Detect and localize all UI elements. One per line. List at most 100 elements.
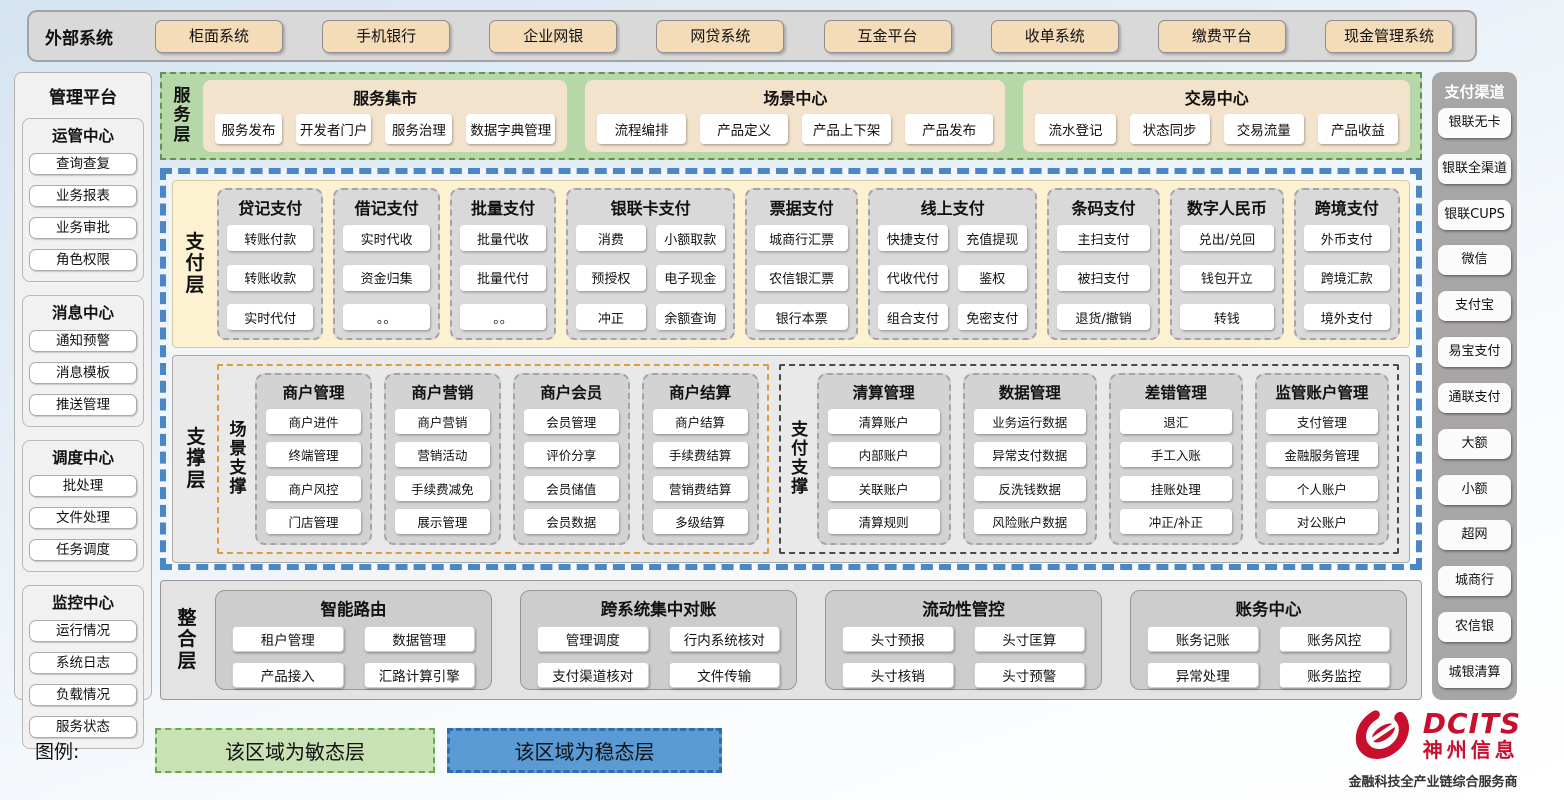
- support-item-button[interactable]: 会员管理: [523, 409, 619, 434]
- support-item-button[interactable]: 会员数据: [523, 508, 619, 534]
- integration-item-button[interactable]: 租户管理: [232, 626, 344, 652]
- service-item-button[interactable]: 流水登记: [1035, 114, 1116, 144]
- payment-channel-button[interactable]: 易宝支付: [1438, 337, 1511, 368]
- management-item-button[interactable]: 系统日志: [29, 652, 137, 674]
- integration-item-button[interactable]: 文件传输: [668, 662, 780, 688]
- management-item-button[interactable]: 服务状态: [29, 716, 137, 738]
- payment-item-button[interactable]: 转账收款: [227, 264, 314, 291]
- support-item-button[interactable]: 金融服务管理: [1265, 442, 1378, 468]
- payment-channel-button[interactable]: 城商行: [1438, 566, 1511, 597]
- integration-item-button[interactable]: 头寸匡算: [973, 626, 1085, 652]
- support-item-button[interactable]: 清算账户: [827, 409, 940, 434]
- integration-item-button[interactable]: 头寸核销: [842, 662, 954, 688]
- support-item-button[interactable]: 异常支付数据: [973, 442, 1086, 468]
- support-item-button[interactable]: 对公账户: [1265, 508, 1378, 534]
- service-item-button[interactable]: 产品发布: [904, 114, 994, 144]
- integration-item-button[interactable]: 产品接入: [232, 662, 344, 688]
- integration-item-button[interactable]: 汇路计算引擎: [363, 662, 475, 688]
- payment-item-button[interactable]: 跨境汇款: [1303, 264, 1390, 291]
- payment-item-button[interactable]: 。。: [343, 304, 430, 330]
- payment-item-button[interactable]: 预授权: [576, 264, 646, 291]
- service-item-button[interactable]: 流程编排: [597, 114, 686, 144]
- integration-item-button[interactable]: 支付渠道核对: [537, 662, 649, 688]
- payment-item-button[interactable]: 钱包开立: [1180, 264, 1274, 291]
- payment-item-button[interactable]: 主扫支付: [1056, 225, 1151, 251]
- payment-item-button[interactable]: 兑出/兑回: [1180, 225, 1274, 251]
- service-item-button[interactable]: 产品上下架: [802, 114, 891, 144]
- management-item-button[interactable]: 通知预警: [29, 330, 137, 352]
- payment-item-button[interactable]: 银行本票: [754, 304, 849, 330]
- payment-item-button[interactable]: 。。: [459, 304, 547, 330]
- management-item-button[interactable]: 任务调度: [29, 539, 137, 561]
- payment-item-button[interactable]: 批量代付: [459, 264, 547, 291]
- service-item-button[interactable]: 产品收益: [1317, 114, 1399, 144]
- payment-item-button[interactable]: 冲正: [576, 304, 646, 330]
- support-item-button[interactable]: 门店管理: [266, 508, 361, 534]
- payment-channel-button[interactable]: 超网: [1438, 520, 1511, 551]
- service-item-button[interactable]: 数据字典管理: [466, 114, 556, 144]
- payment-item-button[interactable]: 充值提现: [957, 225, 1027, 251]
- management-item-button[interactable]: 消息模板: [29, 362, 137, 384]
- payment-item-button[interactable]: 转钱: [1180, 304, 1274, 330]
- payment-item-button[interactable]: 转账付款: [227, 225, 314, 251]
- management-item-button[interactable]: 负载情况: [29, 684, 137, 706]
- support-item-button[interactable]: 风险账户数据: [973, 508, 1086, 534]
- management-item-button[interactable]: 业务审批: [29, 217, 137, 239]
- payment-item-button[interactable]: 鉴权: [957, 264, 1027, 291]
- external-system-button[interactable]: 收单系统: [990, 19, 1119, 53]
- service-item-button[interactable]: 开发者门户: [295, 114, 372, 144]
- payment-channel-button[interactable]: 小额: [1438, 474, 1511, 505]
- support-item-button[interactable]: 商户风控: [266, 475, 361, 501]
- payment-channel-button[interactable]: 城银清算: [1438, 657, 1511, 688]
- payment-channel-button[interactable]: 大额: [1438, 428, 1511, 459]
- integration-item-button[interactable]: 异常处理: [1147, 662, 1259, 688]
- support-item-button[interactable]: 手工入账: [1119, 442, 1232, 468]
- support-item-button[interactable]: 支付管理: [1265, 409, 1378, 434]
- external-system-button[interactable]: 柜面系统: [155, 19, 283, 53]
- management-item-button[interactable]: 推送管理: [29, 394, 137, 416]
- payment-item-button[interactable]: 被扫支付: [1056, 264, 1151, 291]
- management-item-button[interactable]: 业务报表: [29, 185, 137, 207]
- payment-item-button[interactable]: 退货/撤销: [1056, 304, 1151, 330]
- payment-channel-button[interactable]: 农信银: [1438, 612, 1511, 643]
- payment-item-button[interactable]: 城商行汇票: [754, 225, 849, 251]
- management-item-button[interactable]: 查询查复: [29, 153, 137, 175]
- payment-item-button[interactable]: 电子现金: [655, 264, 725, 291]
- external-system-button[interactable]: 缴费平台: [1157, 19, 1286, 53]
- service-item-button[interactable]: 服务治理: [385, 114, 453, 144]
- support-item-button[interactable]: 终端管理: [266, 442, 361, 468]
- integration-item-button[interactable]: 账务风控: [1278, 626, 1390, 652]
- payment-item-button[interactable]: 实时代收: [343, 225, 430, 251]
- support-item-button[interactable]: 挂账处理: [1119, 475, 1232, 501]
- payment-item-button[interactable]: 免密支付: [957, 304, 1027, 330]
- service-item-button[interactable]: 产品定义: [699, 114, 789, 144]
- integration-item-button[interactable]: 账务监控: [1278, 662, 1390, 688]
- external-system-button[interactable]: 互金平台: [823, 19, 952, 53]
- management-item-button[interactable]: 批处理: [29, 475, 137, 497]
- payment-channel-button[interactable]: 通联支付: [1438, 382, 1511, 413]
- service-item-button[interactable]: 状态同步: [1129, 114, 1210, 144]
- payment-item-button[interactable]: 外币支付: [1303, 225, 1390, 251]
- service-item-button[interactable]: 交易流量: [1223, 114, 1304, 144]
- support-item-button[interactable]: 个人账户: [1265, 475, 1378, 501]
- payment-item-button[interactable]: 组合支付: [878, 304, 948, 330]
- support-item-button[interactable]: 手续费减免: [394, 475, 490, 501]
- payment-channel-button[interactable]: 支付宝: [1438, 291, 1511, 322]
- support-item-button[interactable]: 退汇: [1119, 409, 1232, 434]
- payment-item-button[interactable]: 小额取款: [655, 225, 725, 251]
- payment-item-button[interactable]: 余额查询: [655, 304, 725, 330]
- support-item-button[interactable]: 商户结算: [652, 409, 748, 434]
- support-item-button[interactable]: 反洗钱数据: [973, 475, 1086, 501]
- support-item-button[interactable]: 关联账户: [827, 475, 940, 501]
- payment-channel-button[interactable]: 银联无卡: [1438, 108, 1511, 138]
- payment-channel-button[interactable]: 银联全渠道: [1438, 153, 1511, 184]
- payment-item-button[interactable]: 实时代付: [227, 304, 314, 330]
- payment-item-button[interactable]: 消费: [576, 225, 646, 251]
- payment-item-button[interactable]: 快捷支付: [878, 225, 948, 251]
- support-item-button[interactable]: 评价分享: [523, 442, 619, 468]
- support-item-button[interactable]: 清算规则: [827, 508, 940, 534]
- support-item-button[interactable]: 展示管理: [394, 508, 490, 534]
- integration-item-button[interactable]: 账务记账: [1147, 626, 1259, 652]
- support-item-button[interactable]: 会员储值: [523, 475, 619, 501]
- payment-item-button[interactable]: 代收代付: [878, 264, 948, 291]
